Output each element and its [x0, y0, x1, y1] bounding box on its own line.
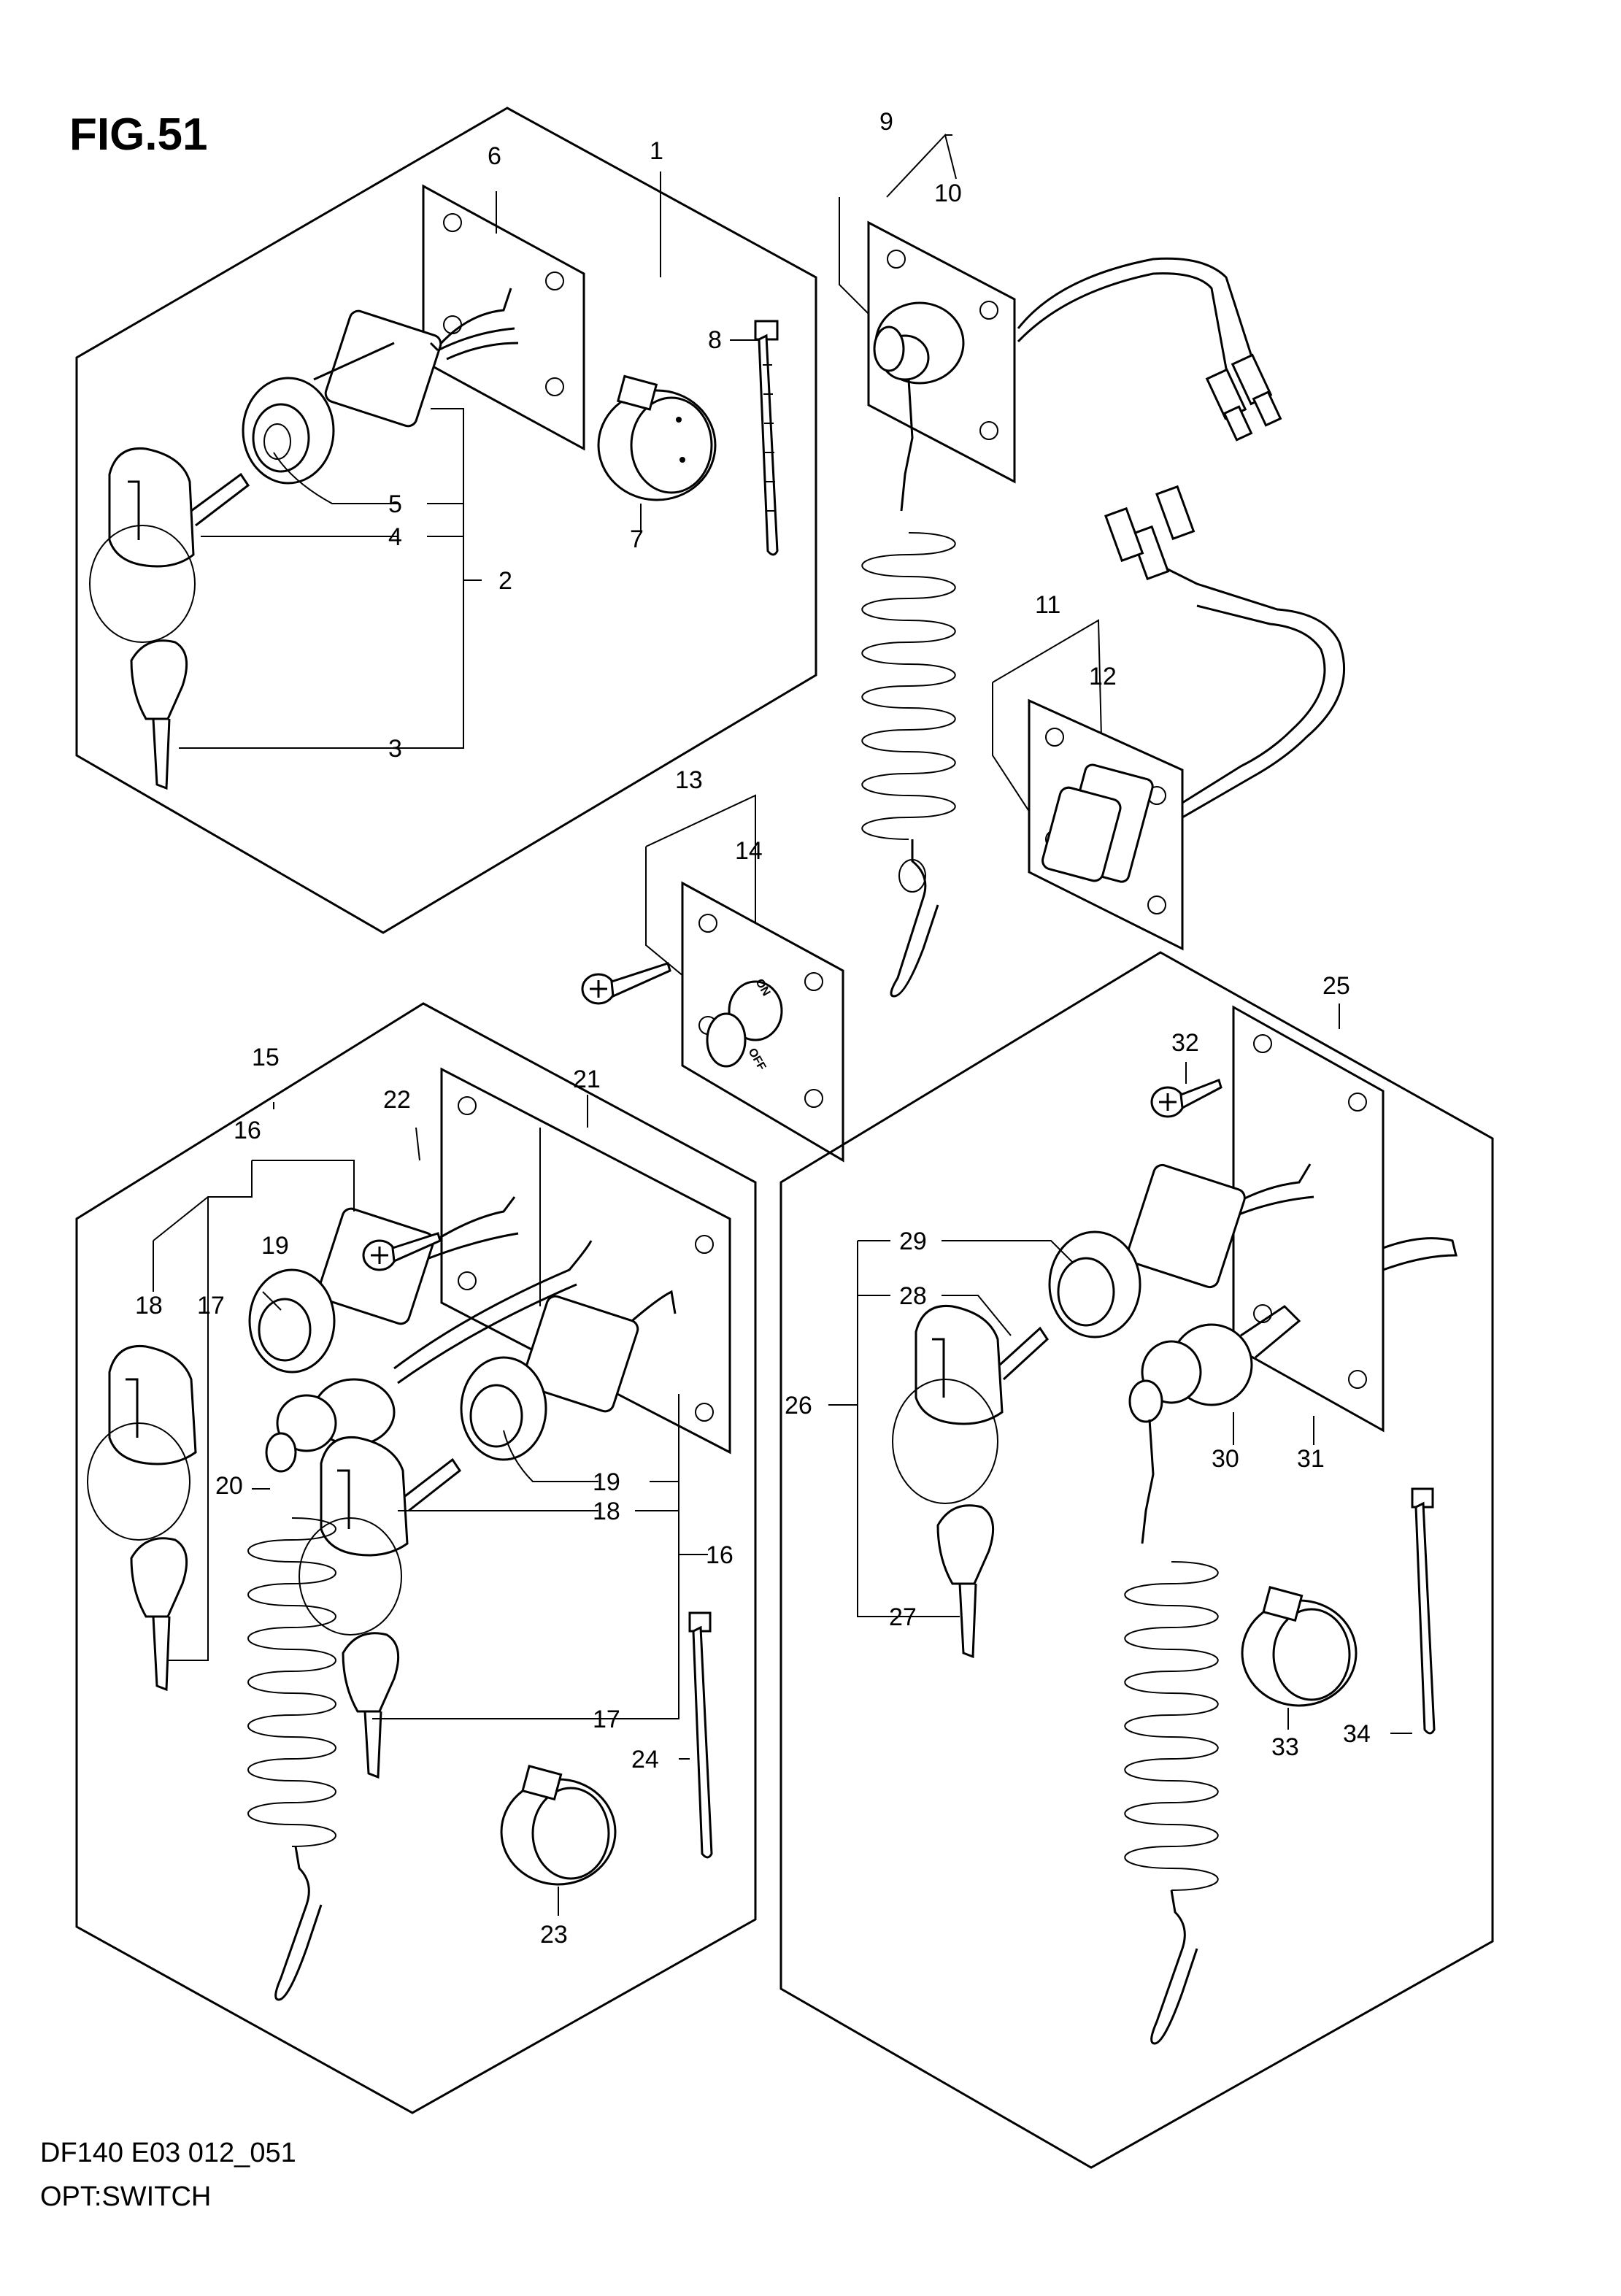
callout-21: 21	[573, 1066, 601, 1093]
group-11-panel-switch	[992, 485, 1345, 951]
group-25-key-stop-switch	[779, 951, 1494, 2169]
cable-tie-8	[754, 320, 779, 556]
callout-12: 12	[1089, 663, 1117, 690]
key-set-3-4	[89, 447, 250, 790]
ignition-switch	[242, 309, 442, 485]
callout-10: 10	[934, 180, 962, 207]
coiled-lanyard	[861, 532, 956, 840]
callout-17-left: 17	[197, 1292, 225, 1320]
group-9-stop-switch	[839, 133, 1282, 998]
callout-31: 31	[1297, 1445, 1325, 1473]
callout-18-left: 18	[135, 1292, 163, 1320]
callout-4: 4	[388, 523, 402, 551]
callout-2: 2	[498, 567, 512, 595]
callout-25: 25	[1322, 972, 1350, 1000]
group-1-key-switch-kit	[75, 107, 817, 934]
callout-22: 22	[383, 1086, 411, 1114]
callout-17-right: 17	[593, 1706, 620, 1733]
callout-14: 14	[735, 837, 763, 865]
group-13-toggle-switch: ON OFF	[581, 794, 844, 1163]
callout-15: 15	[252, 1044, 280, 1071]
footer-section-name: OPT:SWITCH	[40, 2181, 211, 2212]
callout-7: 7	[630, 525, 644, 553]
callout-19-right: 19	[593, 1468, 620, 1496]
callout-23: 23	[540, 1921, 568, 1949]
callout-8: 8	[708, 326, 722, 354]
callout-6: 6	[488, 142, 501, 170]
callout-1: 1	[650, 137, 663, 165]
dust-cap-7	[597, 374, 717, 501]
coiled-lanyard-3	[1124, 1561, 1219, 1891]
callout-16-left: 16	[234, 1117, 261, 1144]
callout-26: 26	[785, 1392, 812, 1419]
callout-5: 5	[388, 490, 402, 518]
callout-19-left: 19	[261, 1232, 289, 1260]
callout-16-right: 16	[706, 1541, 734, 1569]
callout-29: 29	[899, 1228, 927, 1255]
callout-labels: 1 2 3 4 5 6 7 8 9 10 11 12 13 14 15 16 1…	[135, 108, 1371, 1949]
callout-27: 27	[889, 1603, 917, 1631]
callout-18-right: 18	[593, 1498, 620, 1525]
callout-20: 20	[215, 1472, 243, 1500]
callout-13: 13	[675, 766, 703, 794]
callout-9: 9	[879, 108, 893, 136]
panel-plate-6	[422, 184, 585, 451]
footer-model-code: DF140 E03 012_051	[40, 2138, 296, 2168]
callout-3: 3	[388, 735, 402, 763]
callout-32: 32	[1171, 1029, 1199, 1057]
group-15-dual-key-switch	[75, 1002, 757, 2114]
callout-33: 33	[1271, 1733, 1299, 1761]
callout-11: 11	[1035, 591, 1060, 619]
callout-30: 30	[1212, 1445, 1239, 1473]
callout-28: 28	[899, 1282, 927, 1310]
coiled-lanyard-2	[247, 1517, 336, 1847]
figure-title: FIG.51	[69, 109, 208, 160]
callout-34: 34	[1343, 1720, 1371, 1748]
callout-24: 24	[631, 1746, 659, 1773]
screw	[581, 962, 671, 1005]
